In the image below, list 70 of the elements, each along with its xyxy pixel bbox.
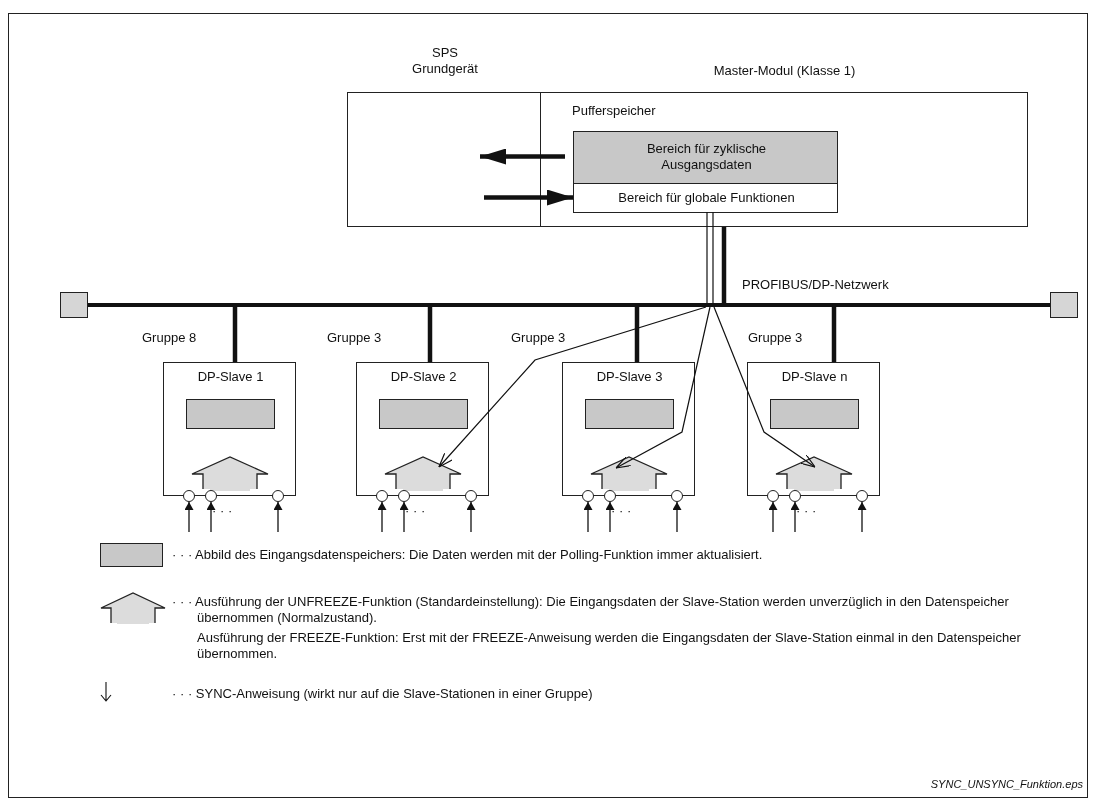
input-arrow (672, 501, 682, 533)
bus-connection (634, 307, 640, 362)
data-arrow (484, 189, 573, 206)
data-image-box (379, 399, 468, 429)
memory-area-box (573, 184, 838, 213)
legend-text: · · · Abbild des Eingangsdatenspeichers: Die Daten werden mit der Polling-Funktion immer aktualisiert. (172, 547, 764, 563)
input-arrow (466, 501, 476, 533)
input-arrow (583, 501, 593, 533)
input-arrow (857, 501, 867, 533)
input-circle (376, 490, 388, 502)
input-circle (465, 490, 477, 502)
data-image-box (770, 399, 859, 429)
terminator-box (1050, 292, 1078, 318)
input-circle (272, 490, 284, 502)
input-arrow (399, 501, 409, 533)
memory-area-label: Bereich für globale Funktionen (617, 190, 796, 206)
ellipsis-dots: · · · (611, 503, 633, 519)
input-arrow (768, 501, 778, 533)
memory-heading: Pufferspeicher (572, 103, 657, 119)
data-image-box (585, 399, 674, 429)
input-circle (582, 490, 594, 502)
bus-connection (721, 227, 727, 303)
memory-area-label: Bereich für zyklische Ausgangsdaten (645, 141, 768, 173)
ellipsis-dots: · · · (212, 503, 234, 519)
input-circle (856, 490, 868, 502)
sync-arrow (438, 306, 707, 468)
input-circle (183, 490, 195, 502)
group-label: Gruppe 3 (327, 330, 383, 346)
terminator-box (60, 292, 88, 318)
input-circle (767, 490, 779, 502)
slave-title: DP-Slave n (780, 369, 849, 385)
slave-title: DP-Slave 1 (196, 369, 265, 385)
legend-text: Ausführung der FREEZE-Funktion: Erst mit der FREEZE-Anweisung werden die Eingangsdaten der Slave-Station einmal in den Datenspeicher übernommen. (197, 630, 1022, 662)
ellipsis-dots: · · · (405, 503, 427, 519)
memory-area-box (573, 131, 838, 184)
bus-connection (232, 307, 238, 362)
legend-text: · · · Ausführung der UNFREEZE-Funktion (Standardeinstellung): Die Eingangsdaten der Slave-Station werden unverzüglich in den Datenspeicher übernommen (Normalzustand). (172, 594, 1010, 626)
slave-title: DP-Slave 3 (595, 369, 664, 385)
data-image-box (186, 399, 275, 429)
sync-arrow (615, 306, 711, 469)
legend-text: · · · SYNC-Anweisung (wirkt nur auf die Slave-Stationen in einer Gruppe) (172, 686, 594, 702)
network-label: PROFIBUS/DP-Netzwerk (742, 277, 890, 293)
data-arrow (480, 148, 565, 165)
input-circle (398, 490, 410, 502)
input-circle (671, 490, 683, 502)
input-circle (604, 490, 616, 502)
group-label: Gruppe 8 (142, 330, 198, 346)
bus-connection (427, 307, 433, 362)
input-arrow (184, 501, 194, 533)
section-heading: Master-Modul (Klasse 1) (712, 63, 857, 79)
group-label: Gruppe 3 (748, 330, 804, 346)
up-arrow-shape (775, 456, 853, 491)
bus-connection (706, 211, 714, 304)
up-arrow-shape (384, 456, 462, 491)
bus-connection (831, 307, 837, 362)
ellipsis-dots: · · · (796, 503, 818, 519)
sync-arrow (713, 306, 816, 468)
input-arrow (790, 501, 800, 533)
input-arrow (605, 501, 615, 533)
group-label: Gruppe 3 (511, 330, 567, 346)
up-arrow-shape (191, 456, 269, 491)
file-name: SYNC_UNSYNC_Funktion.eps (929, 777, 1083, 792)
slave-title: DP-Slave 2 (389, 369, 458, 385)
input-circle (789, 490, 801, 502)
section-heading: SPS Grundgerät (411, 45, 479, 77)
input-circle (205, 490, 217, 502)
input-arrow (377, 501, 387, 533)
up-arrow-shape (590, 456, 668, 491)
input-arrow (206, 501, 216, 533)
input-arrow (273, 501, 283, 533)
